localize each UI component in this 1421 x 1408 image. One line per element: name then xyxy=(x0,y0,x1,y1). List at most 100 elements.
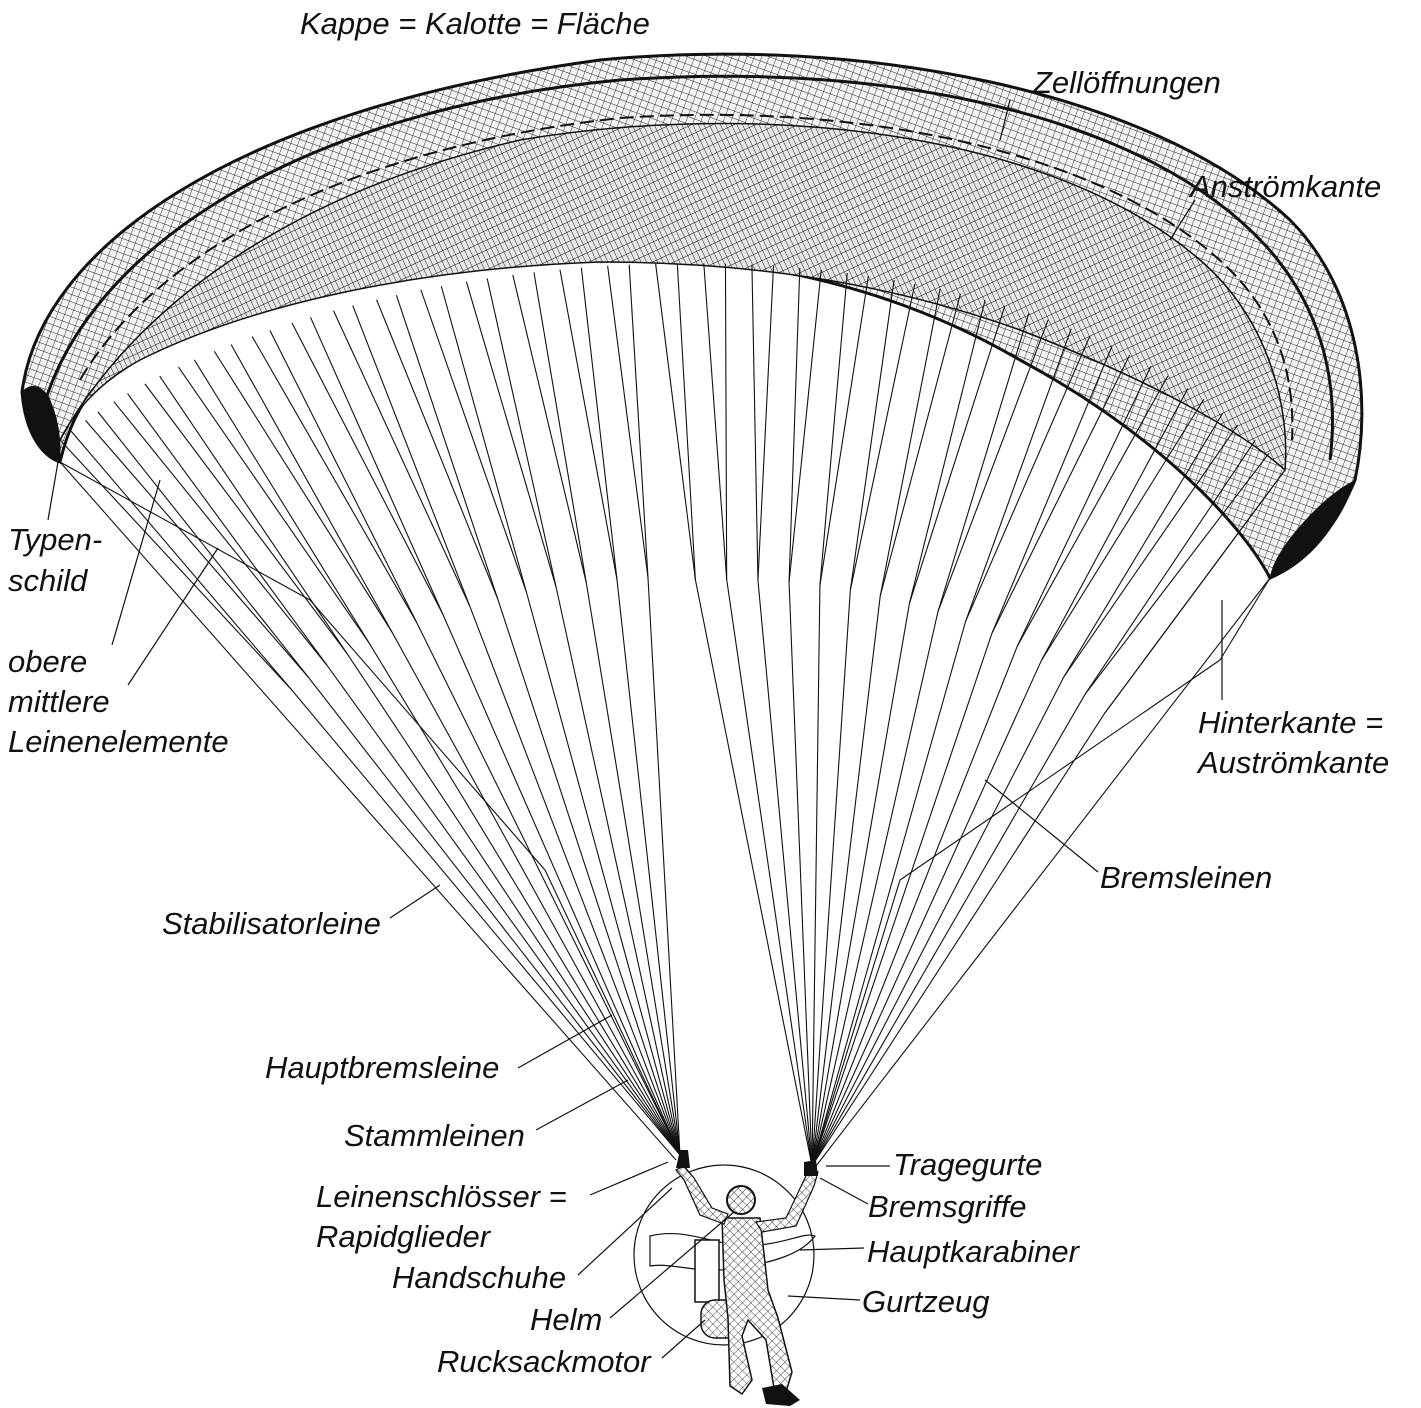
label-leinenschloesser-line1: Leinenschlösser = xyxy=(316,1179,567,1214)
label-anstroemkante: Anströmkante xyxy=(1190,169,1382,204)
motor-block xyxy=(694,1239,720,1303)
suspension-line xyxy=(811,595,881,1167)
leader-anstroemkante xyxy=(1169,199,1196,241)
suspension-line xyxy=(416,622,681,1156)
right-arm xyxy=(755,1167,819,1233)
leader-leinenschloesser xyxy=(589,1161,669,1196)
suspension-line xyxy=(616,579,681,1156)
suspension-line xyxy=(607,265,649,578)
suspension-line xyxy=(442,613,681,1156)
suspension-line xyxy=(726,579,813,1167)
pilot-group xyxy=(633,1150,819,1406)
suspension-line xyxy=(811,621,967,1167)
suspension-line xyxy=(788,269,822,583)
suspension-line xyxy=(555,587,681,1156)
stabilizer-line xyxy=(59,461,677,1161)
leading-edge xyxy=(38,74,1334,461)
leader-mittlere xyxy=(127,547,219,686)
suspension-line xyxy=(251,336,418,624)
suspension-line xyxy=(991,346,1113,634)
suspension-line xyxy=(908,299,986,604)
suspension-line xyxy=(310,317,444,615)
leader-handschuhe xyxy=(577,1187,673,1276)
suspension-line xyxy=(512,274,587,584)
label-hauptbremsleine: Hauptbremsleine xyxy=(265,1050,500,1085)
suspension-lines xyxy=(59,263,1286,1167)
suspension-line xyxy=(703,263,728,580)
suspension-line xyxy=(811,645,1018,1167)
label-gurtzeug: Gurtzeug xyxy=(862,1284,990,1319)
leader-stammleinen xyxy=(535,1079,629,1131)
suspension-line xyxy=(308,677,681,1156)
suspension-line xyxy=(908,305,1006,604)
suspension-line xyxy=(811,713,1105,1167)
suspension-line xyxy=(964,336,1091,622)
suspension-line xyxy=(368,642,681,1156)
suspension-line xyxy=(346,653,681,1156)
suspension-line xyxy=(1040,388,1189,661)
suspension-line xyxy=(811,590,851,1167)
label-hinterkante-line2: Auströmkante xyxy=(1198,745,1390,780)
suspension-line xyxy=(193,359,370,644)
suspension-line xyxy=(178,366,370,644)
stabilizer-line xyxy=(815,577,1271,1167)
suspension-line xyxy=(127,393,328,666)
label-handschuhe: Handschuhe xyxy=(392,1260,567,1295)
suspension-line xyxy=(486,278,557,588)
suspension-line xyxy=(1084,439,1256,695)
suspension-line xyxy=(724,263,728,580)
propeller-cage xyxy=(633,1164,815,1346)
suspension-line xyxy=(879,293,961,597)
canopy xyxy=(20,52,1364,580)
label-leinenelemente: Leinenelemente xyxy=(8,724,229,759)
suspension-line xyxy=(964,328,1072,622)
suspension-line xyxy=(628,264,649,578)
suspension-line xyxy=(580,267,618,580)
suspension-line xyxy=(1063,412,1224,677)
suspension-line xyxy=(811,632,993,1167)
suspension-line xyxy=(113,401,328,666)
left-arm xyxy=(675,1165,729,1225)
suspension-line xyxy=(465,281,557,588)
suspension-line xyxy=(694,579,813,1167)
suspension-line xyxy=(811,585,821,1167)
canopy-underside xyxy=(59,122,1287,472)
suspension-line xyxy=(213,350,393,633)
leader-gurtzeug xyxy=(787,1295,861,1301)
label-stabilisatorleine: Stabilisatorleine xyxy=(162,906,381,941)
suspension-line xyxy=(585,582,681,1156)
suspension-line xyxy=(1104,469,1286,714)
brake-line xyxy=(309,599,546,871)
suspension-line xyxy=(751,264,759,581)
left-wingtip xyxy=(22,385,61,462)
label-typenschild-line2: schild xyxy=(8,563,88,598)
label-bremsleinen: Bremsleinen xyxy=(1100,860,1273,895)
suspension-line xyxy=(440,285,528,593)
suspension-line xyxy=(937,319,1049,612)
suspension-line xyxy=(326,665,681,1156)
label-mittlere: mittlere xyxy=(8,684,110,719)
label-obere: obere xyxy=(8,644,88,679)
leader-rucksackmotor xyxy=(661,1319,706,1359)
suspension-line xyxy=(291,322,444,615)
label-zelloeffnungen: Zellöffnungen xyxy=(1033,65,1221,100)
suspension-line xyxy=(647,577,681,1156)
main-brake-line xyxy=(544,869,681,1156)
suspension-line xyxy=(1040,398,1205,661)
suspension-line xyxy=(1016,365,1152,647)
pilot-body xyxy=(721,1217,793,1396)
leader-hauptkarabiner xyxy=(799,1247,865,1251)
leader-zelloeffnungen xyxy=(999,99,1011,141)
suspension-line xyxy=(526,592,681,1156)
suspension-line xyxy=(879,288,941,597)
label-tragegurte: Tragegurte xyxy=(893,1147,1043,1182)
suspension-line xyxy=(395,294,499,600)
suspension-line xyxy=(1084,453,1270,695)
cell-openings-band xyxy=(79,113,1294,441)
suspension-line xyxy=(1063,424,1239,677)
right-riser xyxy=(804,1160,818,1176)
suspension-line xyxy=(849,279,895,591)
suspension-line xyxy=(533,272,587,584)
suspension-line xyxy=(811,611,939,1167)
suspension-line xyxy=(159,375,348,655)
